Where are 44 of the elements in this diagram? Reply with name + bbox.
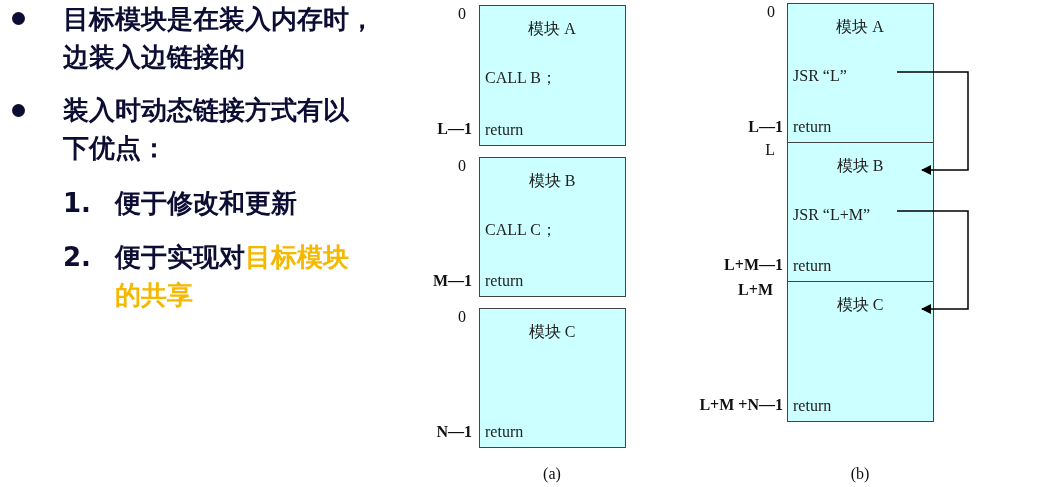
bullet-text: 便于修改和更新: [115, 187, 298, 220]
address-label: 0: [767, 3, 775, 21]
code-line: return: [793, 118, 832, 136]
module-box: [479, 308, 626, 448]
figure-caption: (a): [542, 464, 562, 485]
address-label: L+M—1: [724, 256, 783, 274]
bullet-text: 便于实现对目标模块的共享: [115, 241, 350, 312]
address-label: 0: [458, 157, 466, 175]
address-label: N—1: [436, 423, 472, 441]
list-number: 1.: [63, 187, 92, 220]
code-line: CALL C；: [485, 221, 557, 239]
address-label: L+M: [738, 281, 773, 299]
module-box: [787, 142, 934, 282]
module-title: 模块 B: [527, 172, 577, 190]
code-line: return: [793, 257, 832, 275]
arrow: [896, 71, 969, 175]
address-label: L—1: [437, 120, 472, 138]
code-line: JSR “L+M”: [793, 206, 871, 224]
module-box: [787, 281, 934, 422]
module-title: 模块 C: [835, 296, 885, 314]
address-label: L: [765, 141, 775, 159]
bullet-text: 目标模块是在装入内存时，边装入边链接的: [63, 3, 376, 74]
code-line: return: [793, 397, 832, 415]
code-line: JSR “L”: [793, 67, 847, 85]
module-title: 模块 C: [527, 323, 577, 341]
module-title: 模块 A: [835, 18, 885, 36]
arrow: [896, 210, 969, 314]
module-box: [479, 5, 626, 146]
address-label: M—1: [432, 272, 472, 290]
module-box: [479, 157, 626, 297]
address-label: 0: [458, 5, 466, 23]
address-label: L—1: [748, 118, 783, 136]
address-label: 0: [458, 308, 466, 326]
code-line: return: [485, 272, 524, 290]
code-line: return: [485, 423, 524, 441]
address-label: L+M +N—1: [699, 396, 783, 414]
module-box: [787, 3, 934, 143]
code-line: CALL B；: [485, 69, 557, 87]
list-number: 2.: [63, 241, 92, 274]
bullet-text: 装入时动态链接方式有以下优点：: [63, 94, 350, 165]
module-title: 模块 A: [527, 20, 577, 38]
figure-caption: (b): [849, 464, 871, 485]
code-line: return: [485, 121, 524, 139]
module-title: 模块 B: [835, 157, 885, 175]
